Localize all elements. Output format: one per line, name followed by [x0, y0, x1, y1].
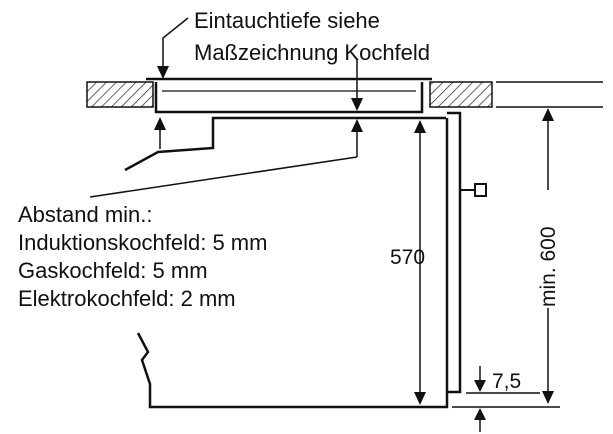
bottom-gap-value: 7,5 — [492, 370, 521, 393]
clearance-electric: Elektrokochfeld: 2 mm — [18, 286, 236, 311]
clearance-title: Abstand min.: — [18, 202, 153, 227]
depth-leader — [162, 17, 189, 70]
oven-height-value: 570 — [390, 246, 425, 269]
bottom-gap-dimension — [452, 366, 560, 432]
cooktop — [146, 77, 432, 114]
oven-height-dimension — [414, 120, 426, 405]
niche-height-value: min. 600 — [537, 226, 560, 307]
niche-height-dimension — [542, 108, 554, 404]
clearance-gas: Gaskochfeld: 5 mm — [18, 258, 208, 283]
worktop-left — [86, 81, 154, 108]
clearance-leader — [89, 156, 358, 198]
clearance-induction: Induktionskochfeld: 5 mm — [18, 230, 267, 255]
depth-label-line1: Eintauchtiefe siehe — [194, 8, 380, 33]
oven-body — [124, 111, 487, 409]
depth-label-line2: Maßzeichnung Kochfeld — [194, 40, 430, 65]
worktop-right — [429, 81, 493, 108]
